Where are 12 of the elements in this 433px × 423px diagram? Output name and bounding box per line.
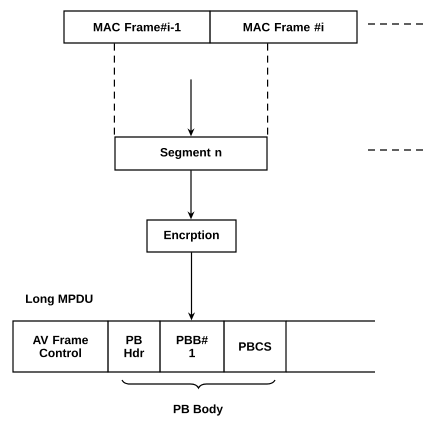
dashed-line <box>114 44 115 136</box>
frame-box: MAC Frame#i-1 <box>63 10 211 44</box>
frame-box: MAC Frame #i <box>209 10 358 44</box>
field-cell: PBB# 1 <box>159 320 225 373</box>
brace-label: PB Body <box>174 404 223 416</box>
frame-title: Long MPDU <box>26 294 92 306</box>
dashed-line <box>267 44 268 136</box>
field-cell: PBCS <box>223 320 287 373</box>
field-cell: AV Frame Control <box>12 320 109 373</box>
field-cell: PB Hdr <box>107 320 161 373</box>
process-box: Encrption <box>146 219 237 253</box>
segment-box: Segment n <box>114 136 268 171</box>
